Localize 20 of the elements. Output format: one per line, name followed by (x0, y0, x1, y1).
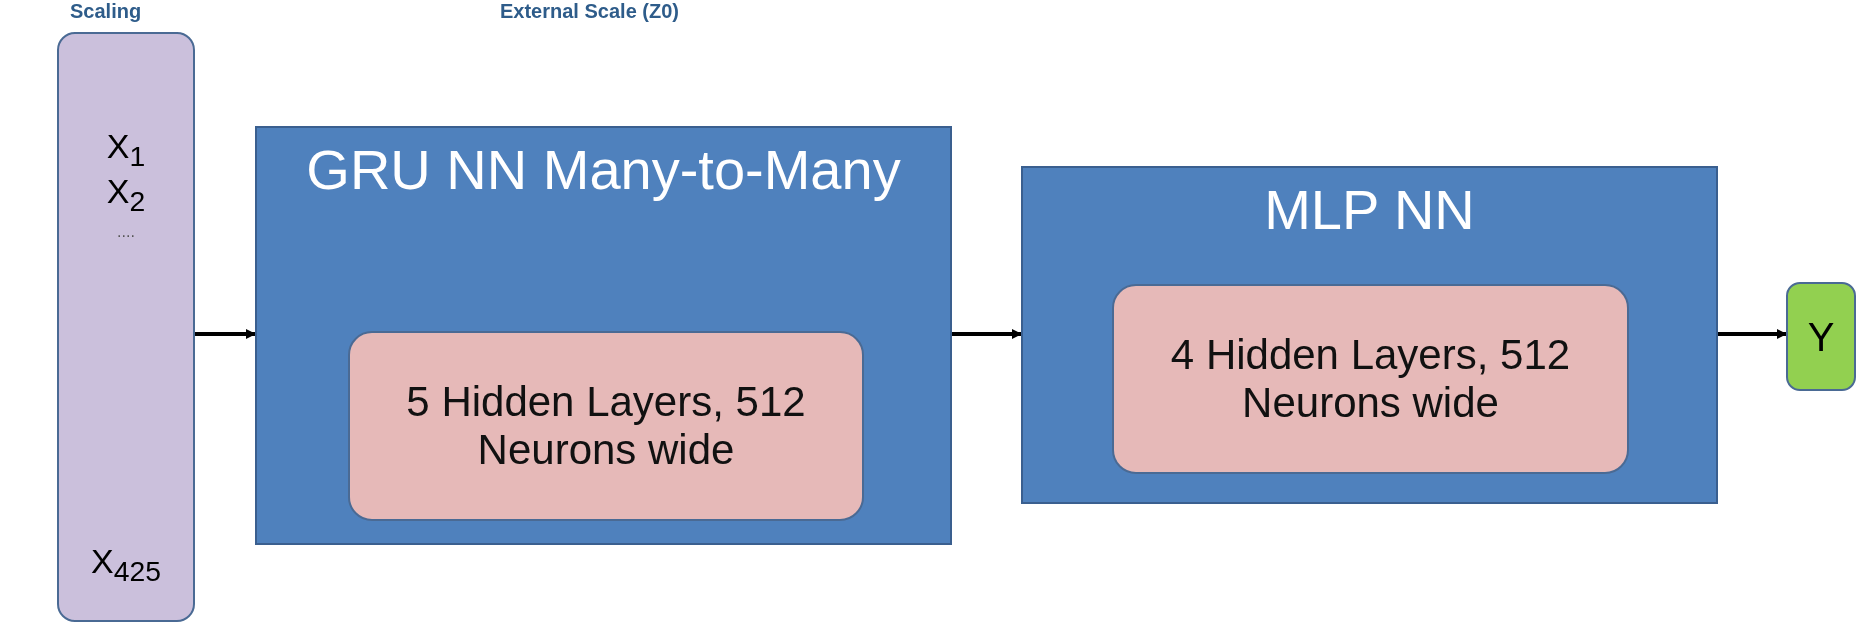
layer-box (348, 331, 864, 521)
output-label: Y (1806, 313, 1836, 360)
network-title: MLP NN (1263, 178, 1476, 243)
layer-box (1112, 284, 1629, 474)
arrow (952, 329, 1022, 339)
variable-label: X$_{1}$ (105, 129, 147, 171)
network-box (255, 126, 952, 545)
section-heading: External Scale (Z0) (500, 0, 679, 23)
arrow (1718, 329, 1787, 339)
arrow (195, 329, 256, 339)
network-title: GRU NN Many-to-Many (305, 138, 902, 203)
layer-description: 5 Hidden Layers, 512 Neurons wide (405, 377, 807, 475)
variable-label: X$_{2}$ (105, 174, 147, 216)
variable-label: X$_{425}$ (90, 544, 162, 586)
network-box (1021, 166, 1718, 504)
section-heading: Scaling (70, 0, 142, 23)
input-box (57, 32, 195, 622)
output-box (1786, 282, 1856, 391)
layer-description: 4 Hidden Layers, 512 Neurons wide (1169, 330, 1572, 428)
ellipsis-text: .... (116, 224, 136, 240)
